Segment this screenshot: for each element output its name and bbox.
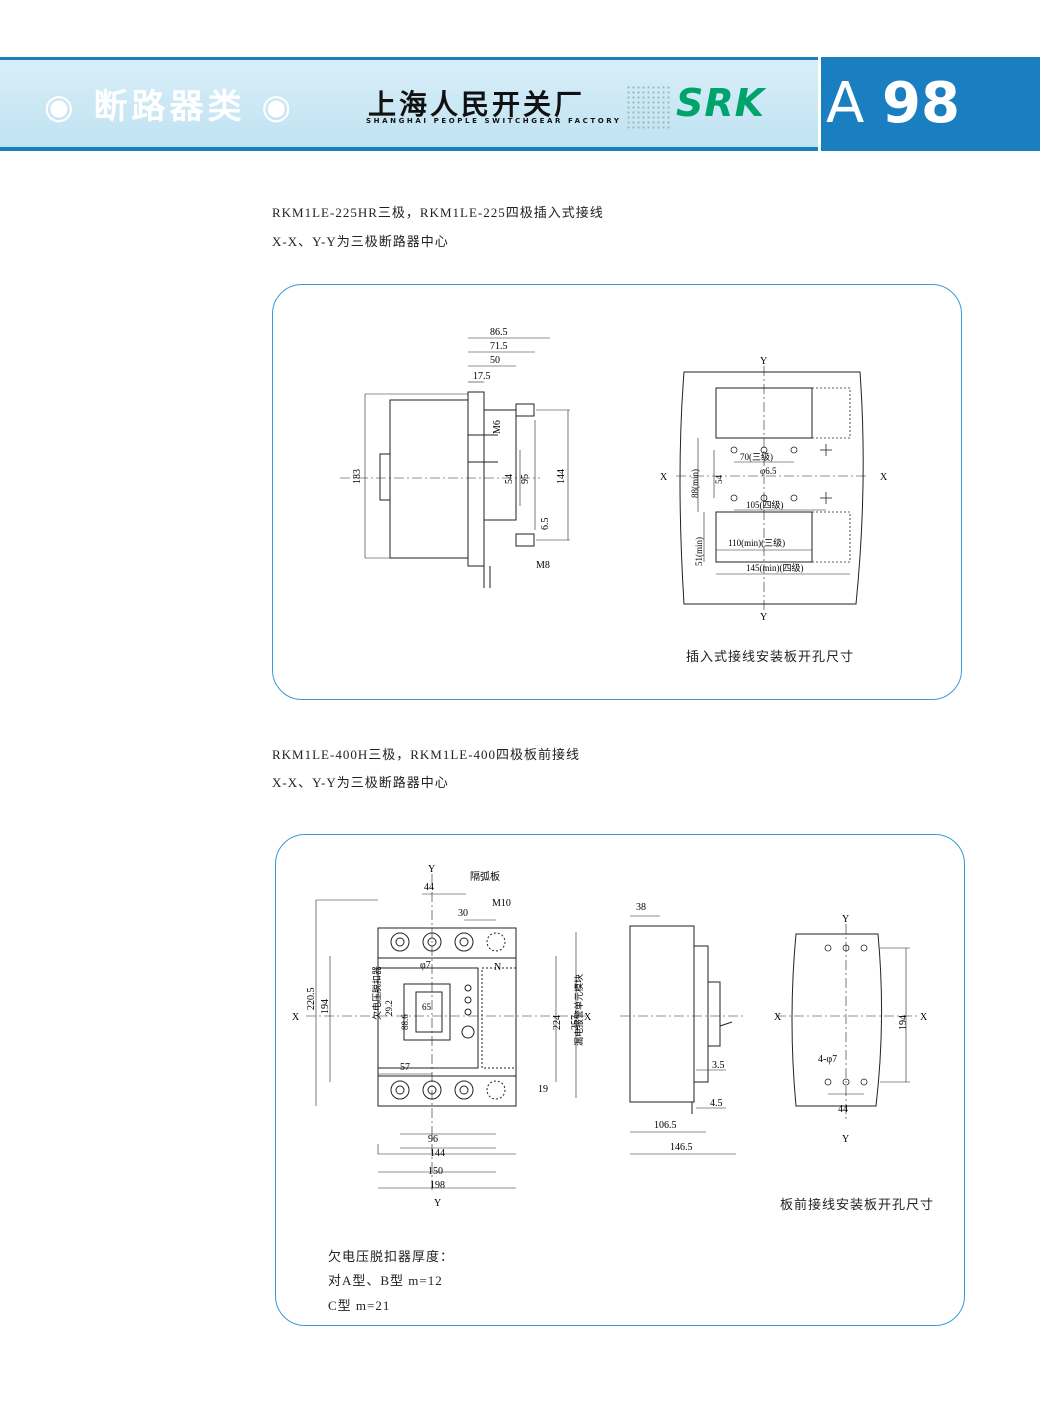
section2-side-drawing: 38 3.5 4.5 106.5 146.5 [620, 902, 746, 1155]
dim-44b: 44 [838, 1104, 848, 1115]
dim-4-phi-7: 4-φ7 [818, 1054, 837, 1065]
section2-cutout-drawing: Y X X 194 4-φ7 44 Y [774, 914, 928, 1145]
axis-x-left: X [660, 472, 668, 483]
company-name: 上海人民开关厂 [368, 88, 586, 121]
dim-220-5: 220.5 [306, 988, 317, 1011]
axis-x-right: X [584, 1012, 592, 1023]
section1-panel [272, 284, 962, 700]
dim-17-5: 17.5 [473, 371, 491, 382]
dim-6-5: 6.5 [540, 518, 551, 531]
dim-m6: M6 [492, 420, 503, 434]
dim-57: 57 [400, 1062, 410, 1073]
dim-30: 30 [458, 908, 468, 919]
section2-front-drawing: Y 44 隔弧板 30 M10 φ7 N 220.5 194 欠电压脱扣器 29… [292, 864, 592, 1209]
axis-x-left: X [774, 1012, 782, 1023]
dim-194b: 194 [898, 1015, 909, 1030]
dim-144b: 144 [430, 1148, 445, 1159]
dim-70-three-pole: 70(三级) [740, 451, 773, 462]
dim-110-min: 110(min)(三级) [728, 537, 785, 548]
dim-146-5: 146.5 [670, 1142, 693, 1153]
label-leakage-alarm-module: 漏电报警单元模块 [573, 974, 584, 1046]
dim-86-5: 86.5 [490, 327, 508, 338]
label-undervoltage-release: 欠电压脱扣器 [371, 966, 382, 1020]
dim-m8: M8 [536, 560, 550, 571]
dim-29-2: 29.2 [384, 1000, 394, 1016]
section2-panel [275, 834, 965, 1326]
dim-145-min: 145(min)(四级) [746, 562, 804, 573]
axis-y-top: Y [842, 914, 849, 925]
axis-x-left: X [292, 1012, 300, 1023]
dim-19: 19 [538, 1084, 548, 1095]
axis-y-top: Y [760, 356, 767, 367]
dim-183: 183 [352, 469, 363, 484]
section2-title: RKM1LE-400H三极，RKM1LE-400四极板前接线 [272, 747, 581, 762]
dim-144: 144 [556, 469, 567, 484]
note-line-1: 欠电压脱扣器厚度： [328, 1249, 455, 1264]
dim-65: 65 [422, 1002, 432, 1012]
section2-subtitle: X-X、Y-Y为三极断路器中心 [272, 775, 449, 790]
dim-88-min: 88(min) [690, 469, 700, 498]
dim-38: 38 [636, 902, 646, 913]
dim-257: 257 [570, 1015, 581, 1030]
label-neutral: N [494, 962, 501, 973]
header-bottom-line [0, 147, 1040, 151]
dim-phi-7: φ7 [420, 960, 431, 971]
axis-y-bottom: Y [842, 1134, 849, 1145]
dim-44: 44 [424, 882, 434, 893]
dim-194: 194 [320, 999, 331, 1014]
section1-cutout-drawing: Y X X Y 88(min) 54 70(三级) φ6.5 105(四级) 5… [660, 356, 888, 623]
section2-caption: 板前接线安装板开孔尺寸 [780, 1197, 935, 1212]
dim-51-min: 51(min) [694, 537, 704, 566]
company-name-en: SHANGHAI PEOPLE SWITCHGEAR FACTORY [366, 117, 622, 125]
axis-y-bottom: Y [434, 1198, 441, 1209]
dim-m10: M10 [492, 898, 511, 909]
dim-50: 50 [490, 355, 500, 366]
dim-54b: 54 [714, 475, 724, 485]
page-letter: A [826, 71, 865, 136]
dim-224: 224 [552, 1015, 563, 1030]
dim-150: 150 [428, 1166, 443, 1177]
dim-phi-6-5: φ6.5 [760, 466, 777, 476]
dim-95: 95 [520, 474, 531, 484]
dim-88-6: 88.6 [400, 1014, 410, 1030]
section1-caption: 插入式接线安装板开孔尺寸 [686, 649, 855, 664]
section1-title: RKM1LE-225HR三极，RKM1LE-225四极插入式接线 [272, 205, 604, 220]
dim-96: 96 [428, 1134, 438, 1145]
dim-3-5: 3.5 [712, 1060, 725, 1071]
axis-y-bottom: Y [760, 612, 767, 623]
dim-71-5: 71.5 [490, 341, 508, 352]
dim-106-5: 106.5 [654, 1120, 677, 1131]
page-number: 98 [882, 71, 960, 136]
section1-side-drawing: 86.5 71.5 50 17.5 183 M6 54 95 144 6.5 M… [340, 327, 570, 588]
note-line-3: C型 m=21 [328, 1298, 391, 1313]
dot-pattern-icon [626, 85, 670, 129]
dim-105-four-pole: 105(四级) [746, 499, 784, 510]
page-header: ◉ 断路器类 ◉ 上海人民开关厂 SHANGHAI PEOPLE SWITCHG… [0, 57, 1040, 151]
dim-4-5: 4.5 [710, 1098, 723, 1109]
section1-subtitle: X-X、Y-Y为三极断路器中心 [272, 234, 449, 249]
axis-y-top: Y [428, 864, 435, 875]
label-arc-barrier: 隔弧板 [470, 870, 500, 883]
page-number-box [818, 57, 1040, 151]
header-top-line [0, 57, 1040, 60]
brand-logo: SRK [676, 81, 766, 125]
note-line-2: 对A型、B型 m=12 [328, 1273, 443, 1288]
dim-198: 198 [430, 1180, 445, 1191]
category-label: ◉ 断路器类 ◉ [44, 87, 296, 127]
axis-x-right: X [880, 472, 888, 483]
dim-54: 54 [504, 474, 515, 484]
axis-x-right: X [920, 1012, 928, 1023]
